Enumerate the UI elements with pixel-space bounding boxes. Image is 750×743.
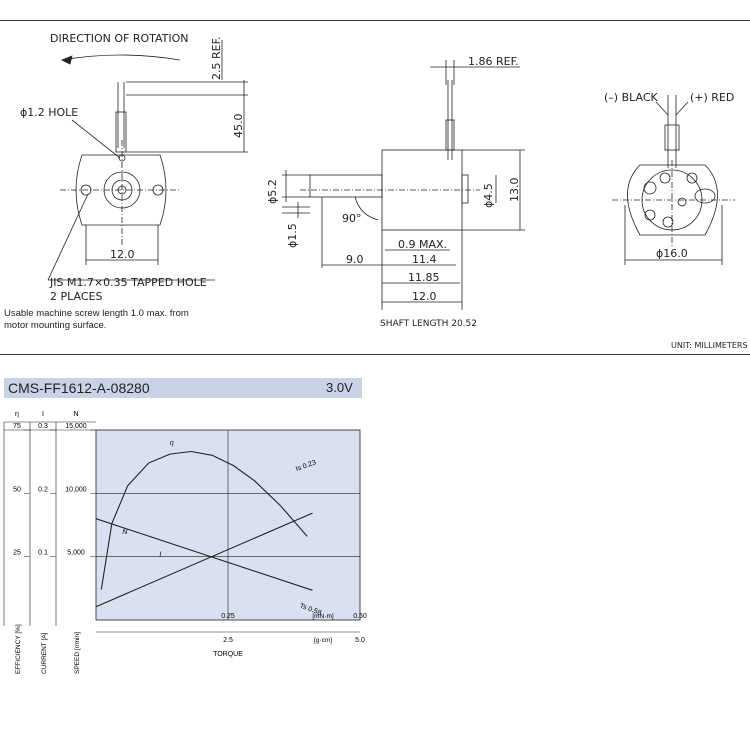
x-unit-secondary: [g·cm] [314,637,332,644]
dia-45: ϕ4.5 [482,183,495,208]
lead-red: (+) RED [690,91,734,104]
unit-label: UNIT: MILLIMETERS [671,341,748,350]
axis-tick-2-2: 5,000 [67,550,85,557]
x-axis-label: TORQUE [213,651,243,658]
dia-160: ϕ16.0 [656,247,688,260]
chart-model: CMS-FF1612-A-08280 [8,380,150,396]
axis-tick-2-0: 15,000 [65,423,87,430]
axis-symbol-0: η [15,411,19,418]
chart-title-bar [4,378,362,398]
rear-body [627,164,718,236]
dim-130: 13.0 [508,178,521,203]
x-tick-gcm-0: 2.5 [223,637,233,644]
tapped-hole-line1: JIS M1.7×0.35 TAPPED HOLE [49,276,207,289]
label-curve-eta: η [170,440,174,447]
series-line-2 [100,450,308,590]
label-curve-n: N [122,529,128,536]
usable-note-line2: motor mounting surface. [4,320,107,331]
axis-tick-2-1: 10,000 [65,486,87,493]
x-tick-gcm-1: 5.0 [355,637,365,644]
motor-dimension-drawing: DIRECTION OF ROTATION 2.5 REF. 45.0 ϕ1.2… [20,32,748,350]
axis-symbol-2: N [73,411,78,418]
angle-90: 90° [342,212,362,225]
axis-tick-1-0: 0.3 [38,423,48,430]
x-tick-mnm-1: 0.50 [353,613,367,620]
dim-1185: 11.85 [408,271,440,284]
mid-rule [0,354,750,355]
shaft-length: SHAFT LENGTH 20.52 [380,319,477,329]
axis-tick-1-1: 0.2 [38,486,48,493]
hole-label: ϕ1.2 HOLE [20,106,78,119]
axis-label-1: CURRENT [A] [41,632,48,674]
chart-voltage: 3.0V [326,380,353,395]
axis-symbol-1: I [42,411,44,418]
dia-52: ϕ5.2 [266,179,279,204]
axis-tick-0-1: 50 [13,486,21,493]
x-tick-mnm-0: 0.25 [221,613,235,620]
series-line-1 [95,512,313,608]
dim-120-side: 12.0 [412,290,437,303]
ref-186: 1.86 REF. [468,55,519,68]
dim-114: 11.4 [412,253,437,266]
dim-90: 9.0 [346,253,364,266]
axis-tick-0-2: 25 [13,550,21,557]
rotation-arrow [61,54,181,61]
dim-09max: 0.9 MAX. [398,238,447,251]
label-curve-i: I [159,552,161,559]
dia-15: ϕ1.5 [286,223,299,248]
dim-120-front: 12.0 [110,248,135,261]
axis-label-0: EFFICIENCY [%] [15,624,22,674]
lead-black: (–) BLACK [604,91,659,104]
axis-label-2: SPEED [r/min] [74,632,81,674]
axis-tick-0-0: 75 [13,423,21,430]
axis-tick-1-2: 0.1 [38,550,48,557]
front-body [75,154,167,226]
tapped-hole-line2: 2 PLACES [50,290,102,303]
rotation-label: DIRECTION OF ROTATION [50,32,189,45]
x-unit-primary: [mN·m] [312,613,333,620]
usable-note: Usable machine screw length 1.0 max. fro… [4,308,244,332]
ref-25: 2.5 REF. [210,36,223,80]
dim-450: 45.0 [232,114,245,139]
top-rule [0,20,750,21]
series-line-0 [95,518,313,591]
usable-note-line1: Usable machine screw length 1.0 max. fro… [4,308,189,319]
